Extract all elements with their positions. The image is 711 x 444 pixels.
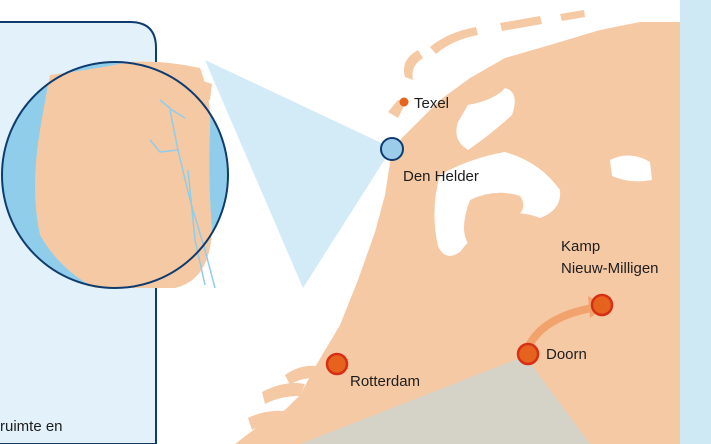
kamp-marker-icon (590, 293, 614, 317)
zoom-circle (1, 61, 229, 289)
doorn-marker-icon (516, 342, 540, 366)
zoom-land (35, 61, 212, 288)
texel-marker-icon (399, 97, 409, 107)
den-helder-marker-icon (380, 137, 404, 161)
label-rotterdam: Rotterdam (350, 373, 420, 390)
callout-beam (205, 60, 392, 288)
rotterdam-marker-icon (325, 352, 349, 376)
label-doorn: Doorn (546, 346, 587, 363)
grey-region (300, 356, 590, 444)
wadden-islands (388, 10, 585, 118)
flevoland (464, 192, 524, 246)
label-kamp-line2: Nieuw-Milligen (561, 260, 659, 277)
right-water-strip (680, 0, 711, 444)
panel-text: ruimte en (0, 418, 63, 435)
zeeland-islands (248, 365, 318, 430)
label-texel: Texel (414, 95, 449, 112)
zoom-harbour (188, 80, 212, 104)
label-den-helder: Den Helder (403, 168, 479, 185)
label-kamp-line1: Kamp (561, 238, 600, 255)
